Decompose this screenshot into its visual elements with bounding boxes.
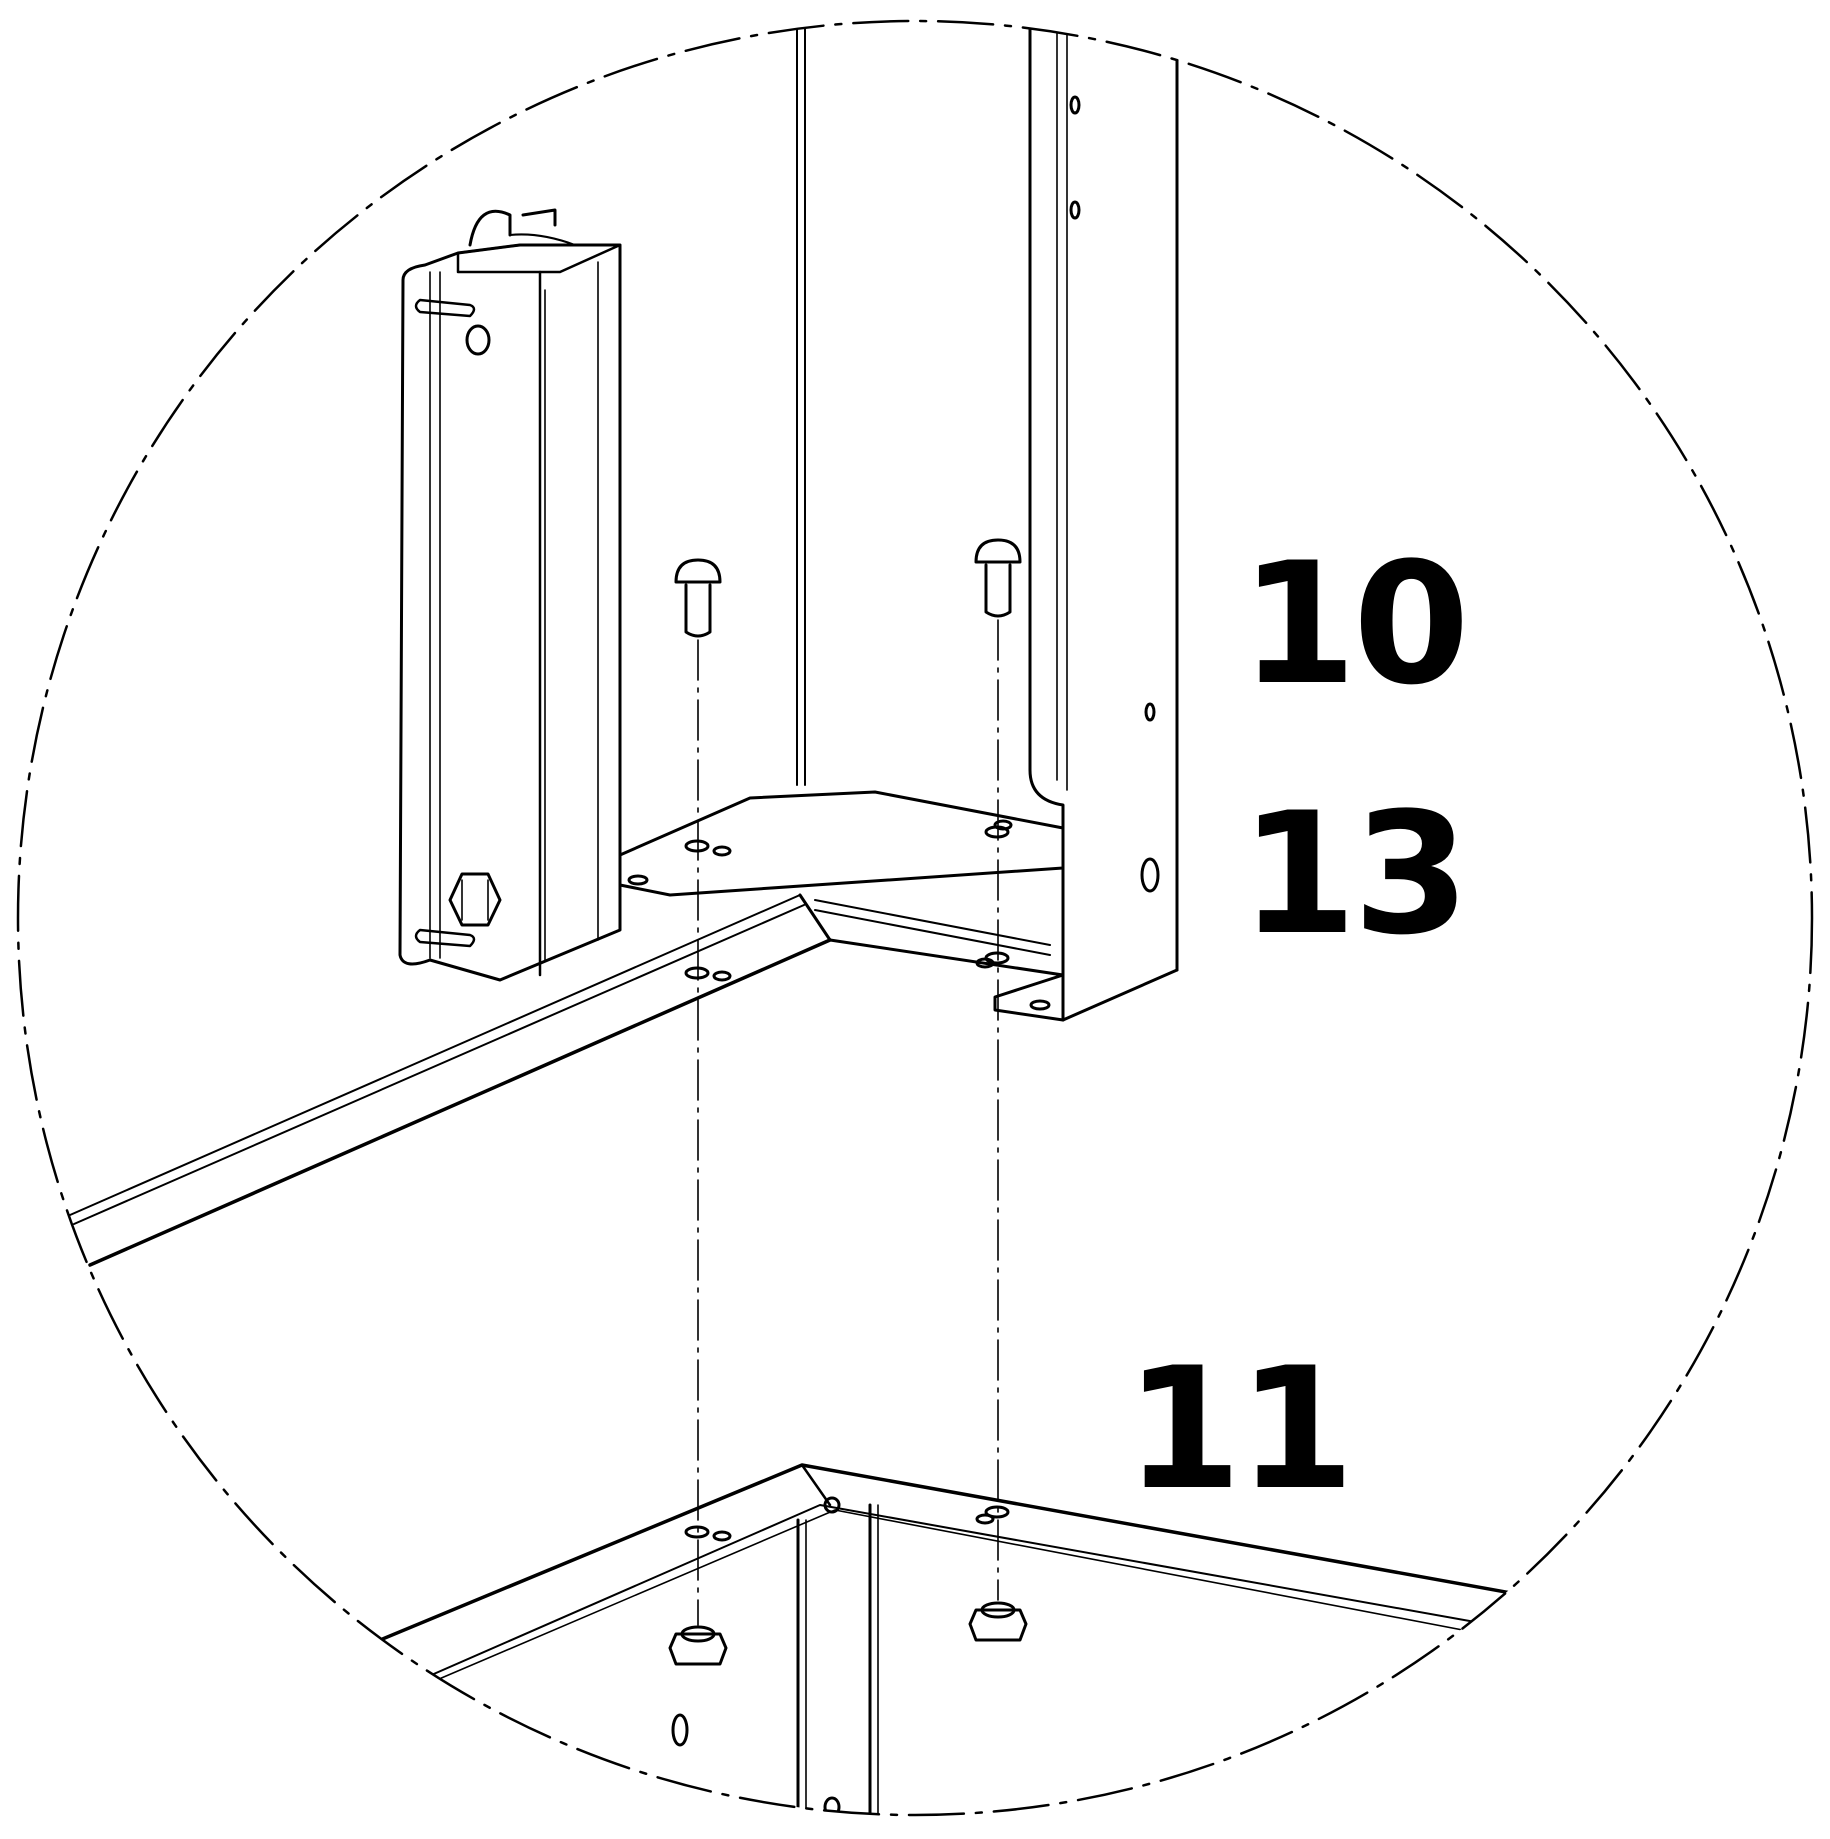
detail-circle <box>16 19 1814 1817</box>
upper-frame-rail <box>69 893 1065 1267</box>
part-label-11: 11 <box>1125 1331 1355 1527</box>
pin-bottom <box>414 928 476 948</box>
alignment-line <box>697 619 999 1626</box>
corner-bracket-part-13 <box>618 790 1065 977</box>
back-wall-panel <box>796 21 806 786</box>
part-label-13: 13 <box>1240 776 1470 972</box>
hex-bolt-icon <box>448 872 502 927</box>
tube-bracket <box>398 208 622 982</box>
pin-top <box>414 298 476 318</box>
button-head-bolt-icon <box>974 538 1022 618</box>
hex-nut-icon <box>668 1625 728 1666</box>
button-head-bolt-icon <box>674 558 722 638</box>
lower-frame-part-11 <box>378 1463 1552 1815</box>
hex-nut-icon <box>968 1601 1028 1642</box>
vertical-post-part-10 <box>993 21 1179 1022</box>
part-label-10: 10 <box>1240 526 1470 722</box>
